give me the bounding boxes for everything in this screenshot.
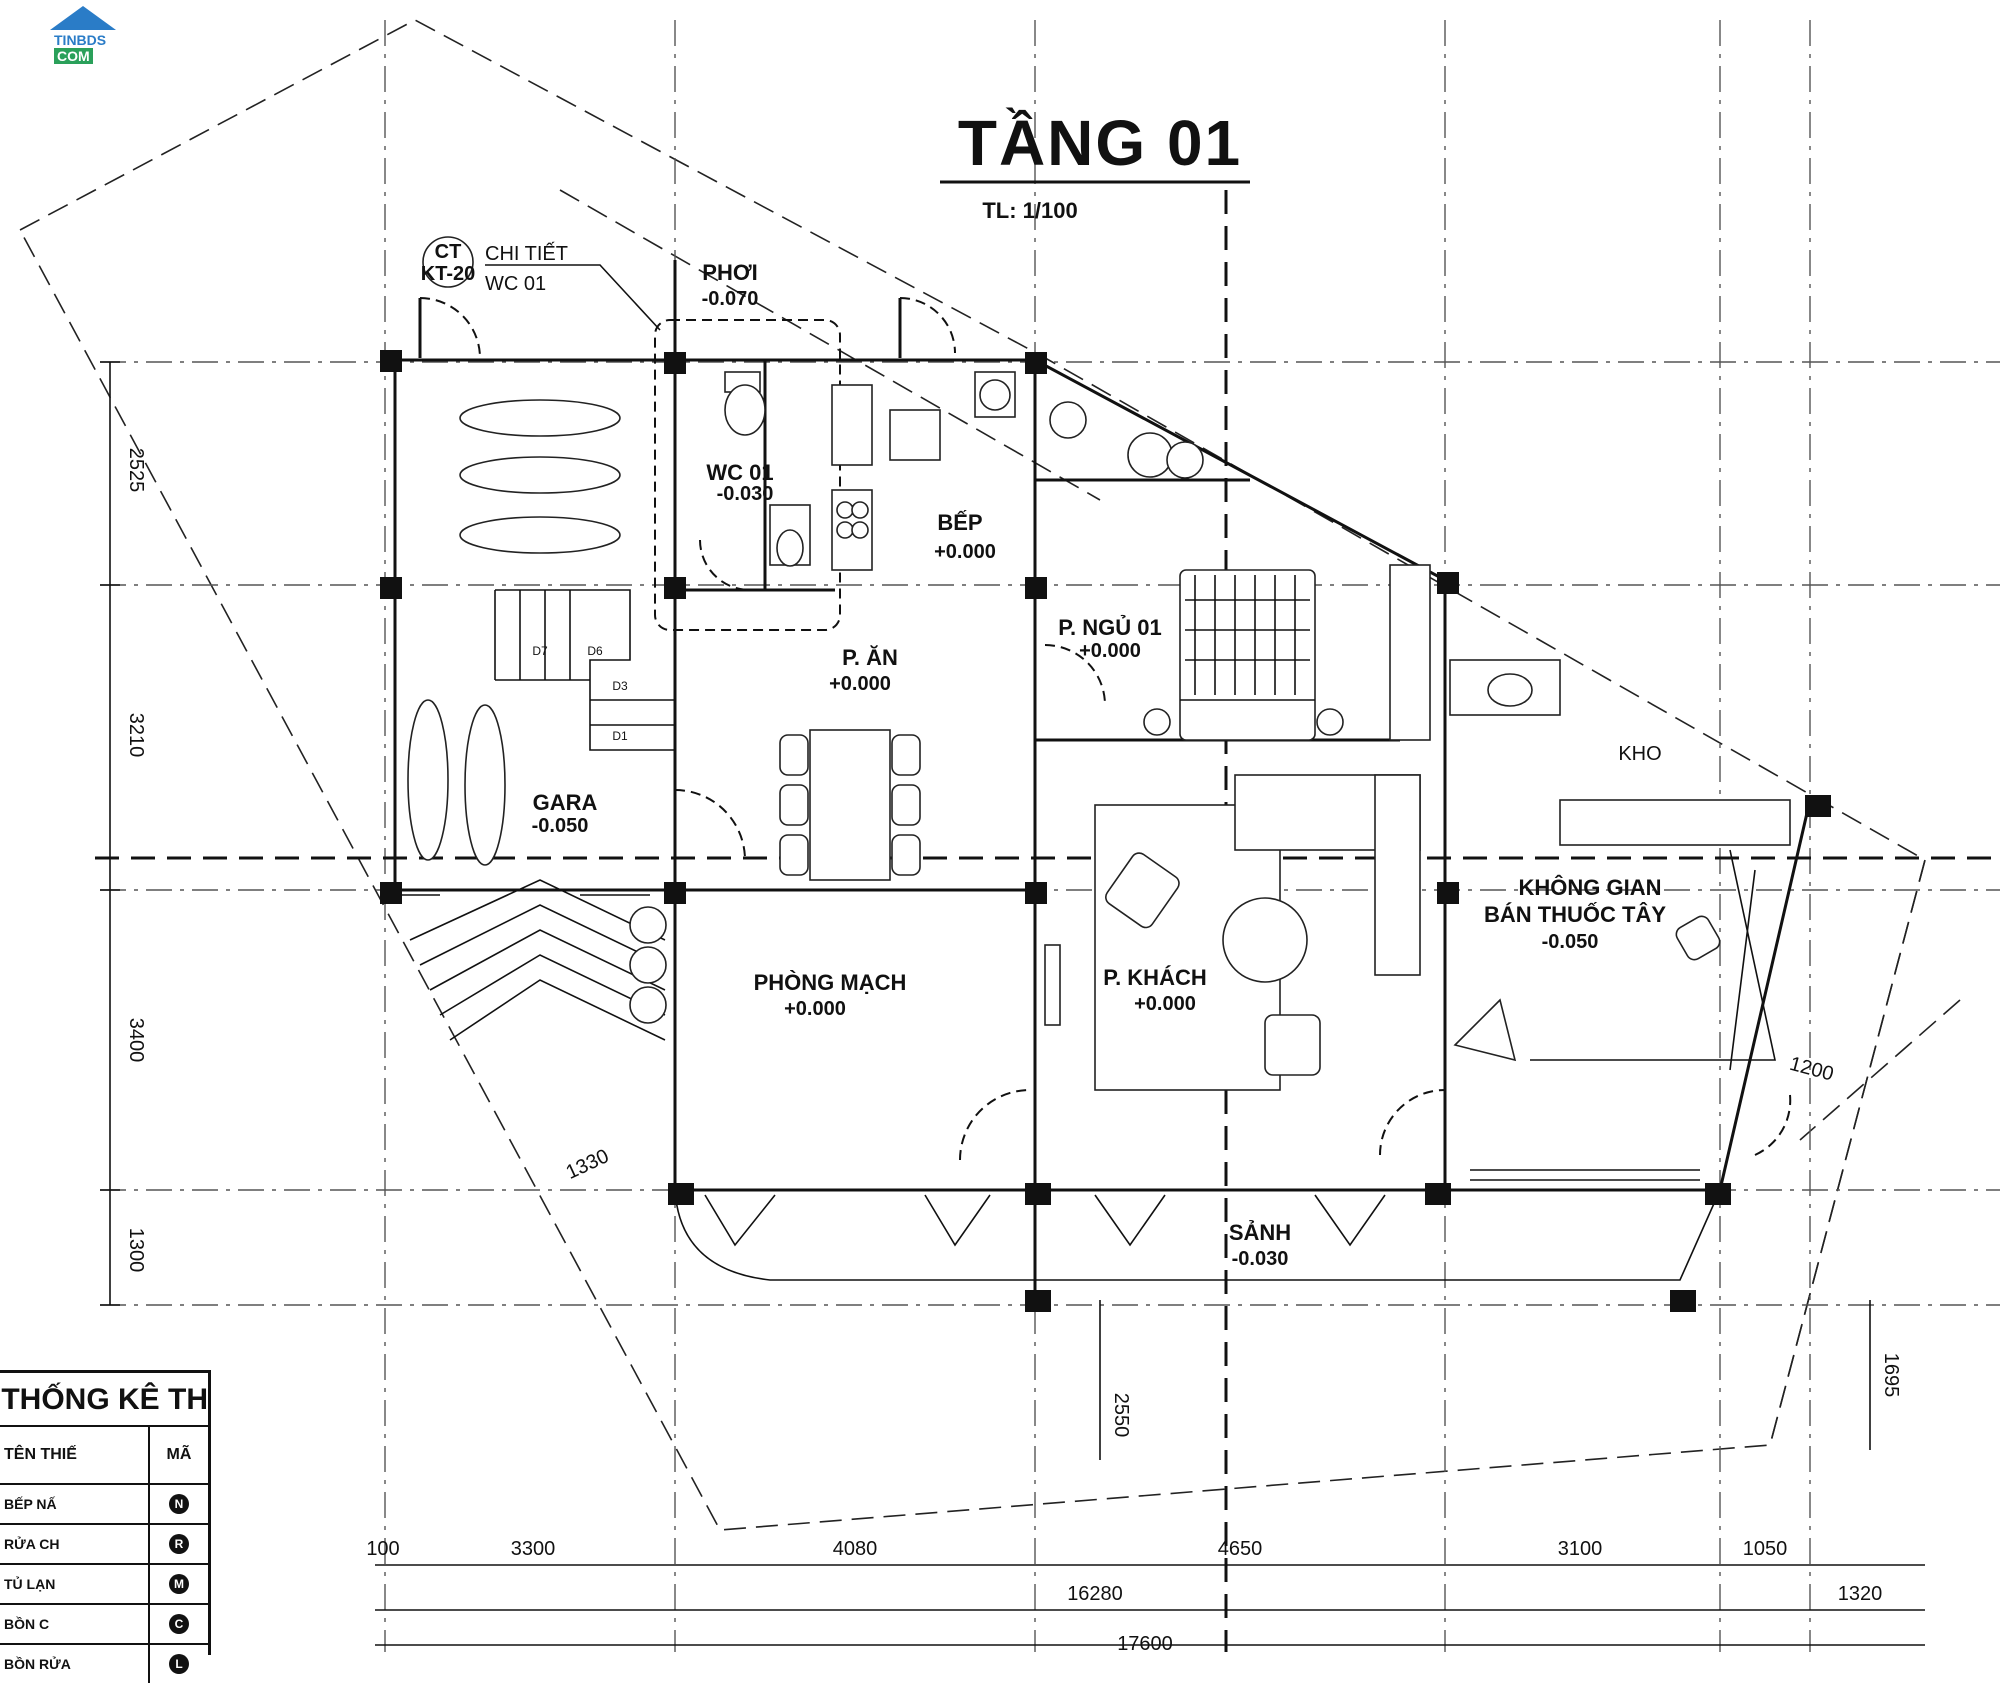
columns bbox=[380, 350, 1831, 1312]
legend-item-name: TỦ LẠN bbox=[0, 1563, 149, 1604]
doors bbox=[418, 297, 1792, 1247]
legend-item-name: BỒN RỬA bbox=[0, 1643, 149, 1683]
room-name-mach: PHÒNG MẠCH bbox=[754, 970, 907, 995]
detail-sheet: KT-20 bbox=[421, 263, 475, 285]
legend-item-code: R bbox=[169, 1534, 189, 1554]
legend-item-name: RỬA CH bbox=[0, 1523, 149, 1564]
site-logo: TINBDS COM bbox=[50, 6, 116, 68]
drawing-scale: TL: 1/100 bbox=[982, 198, 1077, 223]
logo-text-top: TINBDS bbox=[54, 32, 107, 48]
stair-label-d3: D3 bbox=[612, 679, 628, 693]
dim-left-3: 3400 bbox=[125, 1018, 147, 1063]
dim-1200: 1200 bbox=[1787, 1053, 1836, 1086]
stair-label-d1: D1 bbox=[612, 729, 628, 743]
dim-left-1: 2525 bbox=[125, 448, 147, 493]
equipment-legend: THỐNG KÊ TH TÊN THIẾ MÃ BẾP NẤ N RỬA CH … bbox=[0, 1370, 211, 1683]
room-name-sanh: SẢNH bbox=[1229, 1220, 1291, 1245]
legend-col-name: TÊN THIẾ bbox=[0, 1425, 149, 1484]
drawing-title: TẦNG 01 bbox=[958, 107, 1242, 179]
room-name-kho: KHO bbox=[1618, 743, 1661, 765]
legend-item-code: C bbox=[169, 1614, 189, 1634]
legend-item-code: N bbox=[169, 1494, 189, 1514]
detail-callout-marker bbox=[422, 236, 474, 288]
setback-line-right bbox=[1769, 859, 1926, 1446]
detail-leader bbox=[485, 264, 661, 331]
dim-left-4: 1300 bbox=[125, 1228, 147, 1273]
detail-label: CHI TIẾT bbox=[485, 242, 568, 265]
bottom-dimensions bbox=[375, 1300, 1925, 1646]
legend-row: TỦ LẠN M bbox=[0, 1563, 208, 1604]
dim-1695: 1695 bbox=[1880, 1353, 1902, 1398]
room-elev-ngu01: +0.000 bbox=[1079, 640, 1141, 662]
room-elev-khach: +0.000 bbox=[1134, 993, 1196, 1015]
logo-text-bottom: COM bbox=[54, 48, 93, 64]
room-name-thuoc-1: KHÔNG GIAN bbox=[1519, 875, 1662, 900]
legend-col-code: MÃ bbox=[148, 1425, 208, 1484]
pharmacy-furniture bbox=[1449, 659, 1791, 1071]
double-bed bbox=[1143, 569, 1344, 741]
motorbikes bbox=[407, 399, 621, 866]
room-elev-sanh: -0.030 bbox=[1232, 1248, 1289, 1270]
room-name-wc01: WC 01 bbox=[706, 460, 773, 485]
room-labels: PHƠI -0.070 WC 01 -0.030 BẾP +0.000 P. N… bbox=[532, 260, 1667, 1270]
legend-title: THỐNG KÊ TH bbox=[1, 1383, 208, 1416]
wc-fixtures bbox=[724, 371, 811, 567]
legend-row: RỬA CH R bbox=[0, 1523, 208, 1564]
stair-label-d6: D6 bbox=[587, 644, 603, 658]
room-elev-bep: +0.000 bbox=[934, 541, 996, 563]
setback-line-right-2 bbox=[1799, 999, 1961, 1141]
dim-bottom-5: 3100 bbox=[1558, 1538, 1603, 1560]
dim-bottom-6: 1050 bbox=[1743, 1538, 1788, 1560]
room-elev-mach: +0.000 bbox=[784, 998, 846, 1020]
detail-label-room: WC 01 bbox=[485, 273, 546, 295]
legend-item-code: M bbox=[169, 1574, 189, 1594]
lot-boundary bbox=[19, 19, 1926, 1531]
room-elev-phoi: -0.070 bbox=[702, 288, 759, 310]
legend-header-row: TÊN THIẾ MÃ bbox=[0, 1425, 208, 1484]
room-name-khach: P. KHÁCH bbox=[1103, 965, 1207, 990]
legend-item-code: L bbox=[169, 1654, 189, 1674]
stair-label-d7: D7 bbox=[532, 644, 548, 658]
dim-total-2: 17600 bbox=[1117, 1633, 1173, 1652]
garage-ramp bbox=[400, 879, 666, 1041]
dim-bottom-4: 4650 bbox=[1218, 1538, 1263, 1560]
kitchen-counter bbox=[831, 371, 1016, 571]
room-elev-thuoc: -0.050 bbox=[1542, 931, 1599, 953]
detail-code: CT bbox=[435, 241, 462, 263]
room-name-ngu01: P. NGỦ 01 bbox=[1058, 615, 1162, 640]
legend-table: TÊN THIẾ MÃ BẾP NẤ N RỬA CH R TỦ LẠN M B… bbox=[0, 1425, 208, 1683]
room-elev-gara: -0.050 bbox=[532, 815, 589, 837]
plants bbox=[629, 401, 1204, 1024]
dim-left-2: 3210 bbox=[125, 713, 147, 758]
dim-bottom-2: 3300 bbox=[511, 1538, 556, 1560]
left-dimensions bbox=[100, 361, 120, 1306]
wardrobe bbox=[1389, 564, 1431, 741]
dim-right-1320: 1320 bbox=[1838, 1583, 1883, 1605]
room-name-bep: BẾP bbox=[937, 510, 982, 535]
room-name-phoi: PHƠI bbox=[702, 260, 757, 285]
legend-row: BẾP NẤ N bbox=[0, 1483, 208, 1524]
living-furniture bbox=[1044, 774, 1421, 1091]
dim-bottom-1: 100 bbox=[366, 1538, 399, 1560]
setback-line bbox=[559, 189, 1101, 501]
house-roof-icon bbox=[50, 6, 116, 30]
legend-row: BỒN RỬA L bbox=[0, 1643, 208, 1683]
legend-item-name: BỒN C bbox=[0, 1603, 149, 1644]
legend-row: BỒN C C bbox=[0, 1603, 208, 1644]
dim-2550: 2550 bbox=[1110, 1393, 1132, 1438]
room-name-thuoc-2: BÁN THUỐC TÂY bbox=[1484, 901, 1666, 927]
stair bbox=[494, 589, 675, 751]
room-elev-wc01: -0.030 bbox=[717, 483, 774, 505]
dim-1330: 1330 bbox=[563, 1145, 613, 1184]
dining-table bbox=[779, 729, 921, 881]
dim-total-1: 16280 bbox=[1067, 1583, 1123, 1605]
dim-bottom-3: 4080 bbox=[833, 1538, 878, 1560]
legend-item-name: BẾP NẤ bbox=[0, 1483, 149, 1524]
room-name-an: P. ĂN bbox=[842, 645, 898, 670]
room-name-gara: GARA bbox=[533, 790, 598, 815]
room-elev-an: +0.000 bbox=[829, 673, 891, 695]
